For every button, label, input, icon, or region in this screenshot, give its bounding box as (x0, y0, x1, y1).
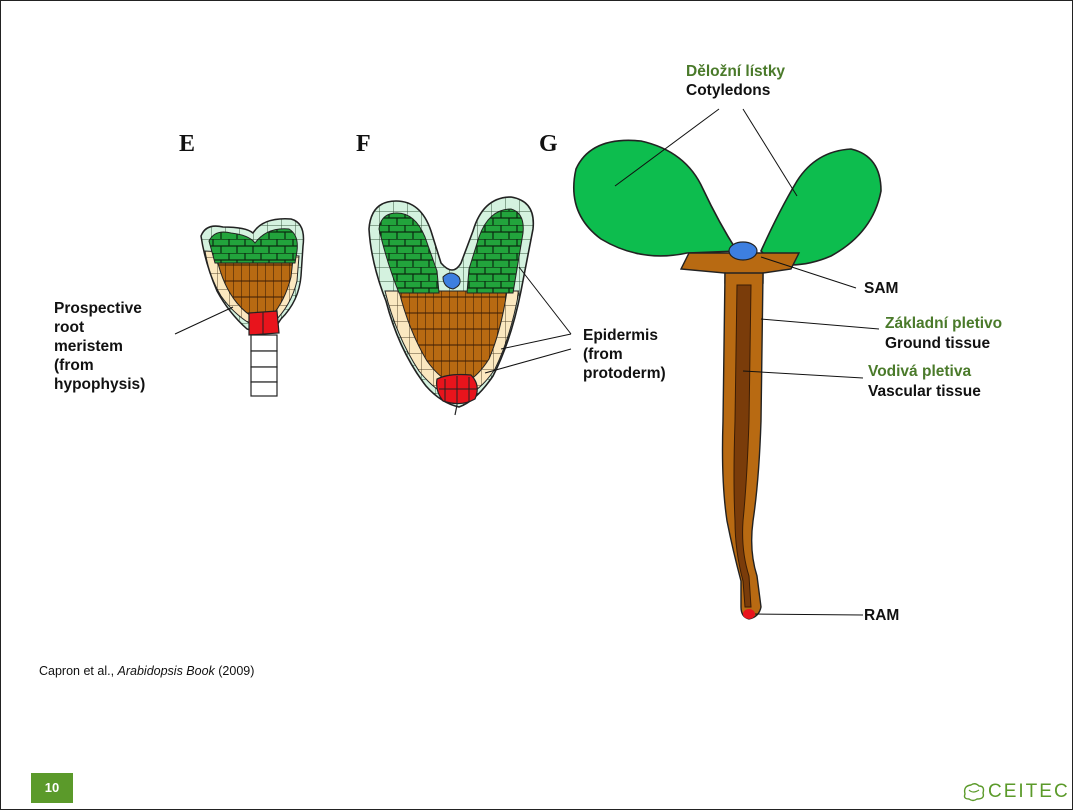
left-cotyledon (574, 140, 737, 256)
embryo-f (369, 197, 533, 415)
epidermis-line: (from (583, 345, 623, 364)
embryo-e-suspensor (251, 335, 277, 396)
vascular-tissue-label-en: Vascular tissue (868, 382, 981, 401)
embryo-e-root-meristem (249, 311, 279, 335)
panel-letter-g: G (539, 131, 558, 158)
epidermis-line: Epidermis (583, 326, 658, 345)
ram-label: RAM (864, 606, 899, 625)
ground-tissue-label-cz: Základní pletivo (885, 314, 1002, 333)
ground-tissue-label-en: Ground tissue (885, 334, 990, 353)
embryo-f-right-green-cells (467, 209, 523, 293)
prospective-line: Prospective (54, 299, 142, 318)
ceitec-logo-text: CEITEC (988, 781, 1070, 803)
citation-book: Arabidopsis Book (118, 664, 215, 678)
leader-lines (175, 109, 879, 615)
epidermis-line: protoderm) (583, 364, 666, 383)
slide-number: 10 (31, 773, 73, 803)
panel-letter-f: F (356, 131, 371, 158)
prospective-line: (from (54, 356, 94, 375)
embryo-e (201, 219, 304, 396)
citation: Capron et al., Arabidopsis Book (2009) (39, 664, 254, 678)
citation-authors: Capron et al., (39, 664, 118, 678)
vascular-tissue-label-cz: Vodivá pletiva (868, 362, 971, 381)
citation-year: (2009) (215, 664, 255, 678)
prospective-line: meristem (54, 337, 123, 356)
prospective-line: root (54, 318, 84, 337)
ceitec-logo: CEITEC (961, 780, 1061, 804)
cotyledons-label-cz: Děložní lístky (686, 62, 785, 81)
sam-label: SAM (864, 279, 898, 298)
ram-tip (743, 609, 755, 619)
sam-dome (729, 242, 757, 260)
cotyledons-label-en: Cotyledons (686, 81, 770, 100)
prospective-line: hypophysis) (54, 375, 145, 394)
panel-letter-e: E (179, 131, 195, 158)
